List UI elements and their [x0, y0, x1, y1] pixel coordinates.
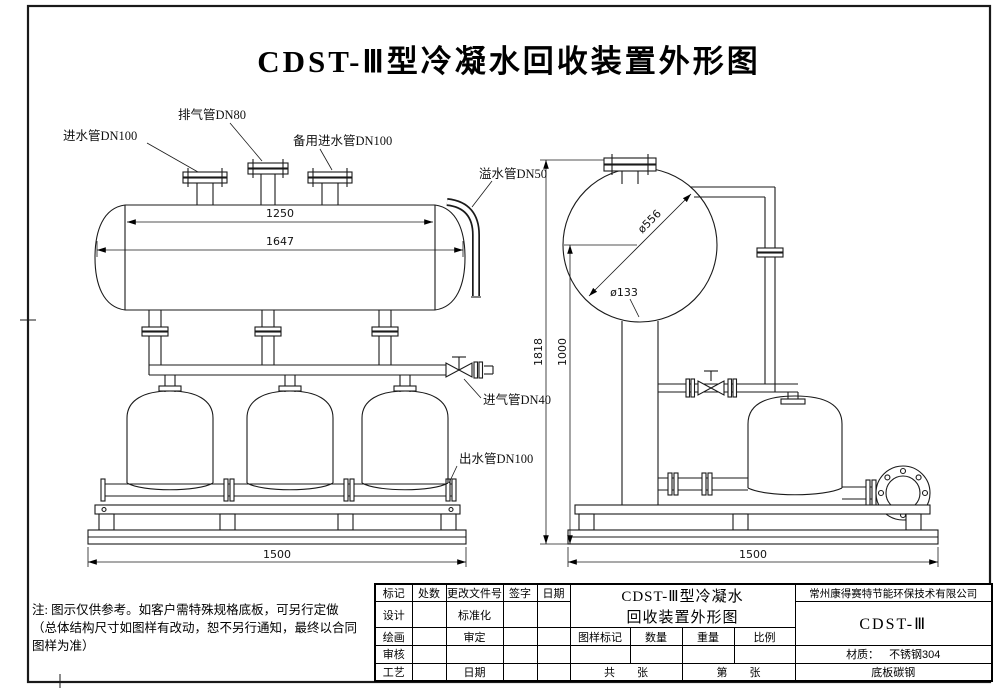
dim-centerline-height: 1000 [556, 338, 569, 366]
tb-quantity-label: 数量 [629, 627, 683, 646]
dim-overall-height: 1818 [532, 338, 545, 366]
side-dimension-lines [540, 159, 939, 567]
tb-drawing-role-label: 绘画 [374, 627, 413, 646]
dim-column-diameter: ø133 [610, 286, 638, 299]
note-line: 图样为准） [32, 639, 95, 654]
overflow-pipe [446, 198, 481, 298]
title-block: 标记 处数 更改文件号 签字 日期 CDST-Ⅲ型冷凝水 回收装置外形图 常州康… [374, 583, 993, 682]
side-pump-tank [747, 395, 843, 496]
tb-model: CDST-Ⅲ [794, 601, 993, 646]
tb-process-label: 工艺 [374, 662, 413, 682]
tb-cell-blank [445, 644, 504, 664]
tb-drawing-title: CDST-Ⅲ型冷凝水 回收装置外形图 [569, 583, 796, 629]
dim-tank-diameter: ø556 [635, 207, 664, 236]
tb-drawing-title-line1: CDST-Ⅲ型冷凝水 [621, 589, 744, 606]
inlet-nozzle [182, 168, 228, 205]
note-line: （总体结构尺寸如图样有改动，恕不另行通知，最终以合同 [32, 621, 358, 636]
tb-design-sign [411, 601, 447, 629]
tb-material-value: 不锈钢304 [889, 649, 941, 662]
tb-cell-blank [411, 627, 447, 646]
dim-side-base-length: 1500 [739, 548, 767, 561]
tb-base-material: 底板碳钢 [794, 662, 993, 682]
tb-cell-blank [536, 662, 571, 682]
side-top-nozzle [603, 154, 657, 184]
callout-vent: 排气管DN80 [178, 107, 246, 122]
tb-cell-blank [536, 601, 571, 629]
tb-cell-blank [411, 644, 447, 664]
note-block: 注: 图示仅供参考。如客户需特殊规格底板，可另行定做 （总体结构尺寸如图样有改动… [32, 601, 380, 655]
tb-design-label: 设计 [374, 601, 413, 629]
backup-inlet-nozzle [307, 168, 353, 205]
tb-sheets-page: 第 张 [681, 662, 796, 682]
front-view [87, 159, 494, 567]
tb-changedoc-label: 更改文件号 [445, 583, 504, 603]
front-piping [141, 310, 494, 392]
tb-cell-blank [502, 627, 538, 646]
sheet-border [20, 4, 992, 688]
horizontal-tank [94, 204, 466, 311]
tb-count-label: 处数 [411, 583, 447, 603]
pump-tanks [126, 385, 449, 491]
column-pump-pipe [658, 472, 748, 496]
tb-cell-blank [502, 644, 538, 664]
tb-standardization-label: 标准化 [445, 601, 504, 629]
dim-shell-length: 1250 [266, 207, 294, 220]
drawing-labels: 1250 1647 1500 1500 ø556 ø133 1818 1000 … [63, 107, 767, 561]
tb-quantity-value [629, 644, 683, 664]
side-base [567, 504, 939, 545]
outlet-manifold [100, 478, 457, 502]
tb-review-label: 审核 [374, 644, 413, 664]
vent-nozzle [247, 159, 289, 205]
front-base [87, 504, 467, 545]
side-piping [658, 186, 806, 405]
tb-material: 材质： 不锈钢304 [794, 644, 993, 664]
tb-company: 常州康得赛特节能环保技术有限公司 [794, 583, 993, 603]
dim-overall-length: 1647 [266, 235, 294, 248]
callout-outlet: 出水管DN100 [459, 451, 533, 466]
support-column [621, 321, 659, 505]
tb-scale-label: 比例 [733, 627, 796, 646]
front-dimension-lines [87, 219, 467, 567]
callout-inlet: 进水管DN100 [63, 128, 137, 143]
tb-sign-label: 签字 [502, 583, 538, 603]
tb-cell-blank [411, 662, 447, 682]
side-view [540, 154, 939, 567]
tb-cell-blank [536, 627, 571, 646]
dim-front-base-length: 1500 [263, 548, 291, 561]
callout-air-inlet: 进气管DN40 [483, 392, 551, 407]
page-title: CDST-Ⅲ型冷凝水回收装置外形图 [257, 44, 761, 79]
tb-weight-label: 重量 [681, 627, 735, 646]
tb-date2-label: 日期 [445, 662, 504, 682]
callout-overflow: 溢水管DN50 [479, 166, 547, 181]
tb-date-label: 日期 [536, 583, 571, 603]
tb-weight-value [681, 644, 735, 664]
tb-cell-blank [502, 601, 538, 629]
tb-drawingmark-value [569, 644, 631, 664]
tb-scale-value [733, 644, 796, 664]
tb-sheets-total: 共 张 [569, 662, 683, 682]
callout-backup-inlet: 备用进水管DN100 [293, 133, 392, 148]
tb-approval-label: 审定 [445, 627, 504, 646]
tb-material-label: 材质： [846, 649, 880, 662]
tb-drawingmark-label: 图样标记 [569, 627, 631, 646]
tb-cell-blank [502, 662, 538, 682]
tb-cell-blank [536, 644, 571, 664]
tb-mark-label: 标记 [374, 583, 413, 603]
tb-drawing-title-line2: 回收装置外形图 [626, 610, 739, 627]
callout-leaders [146, 122, 493, 484]
note-line: 注: 图示仅供参考。如客户需特殊规格底板，可另行定做 [32, 603, 339, 617]
